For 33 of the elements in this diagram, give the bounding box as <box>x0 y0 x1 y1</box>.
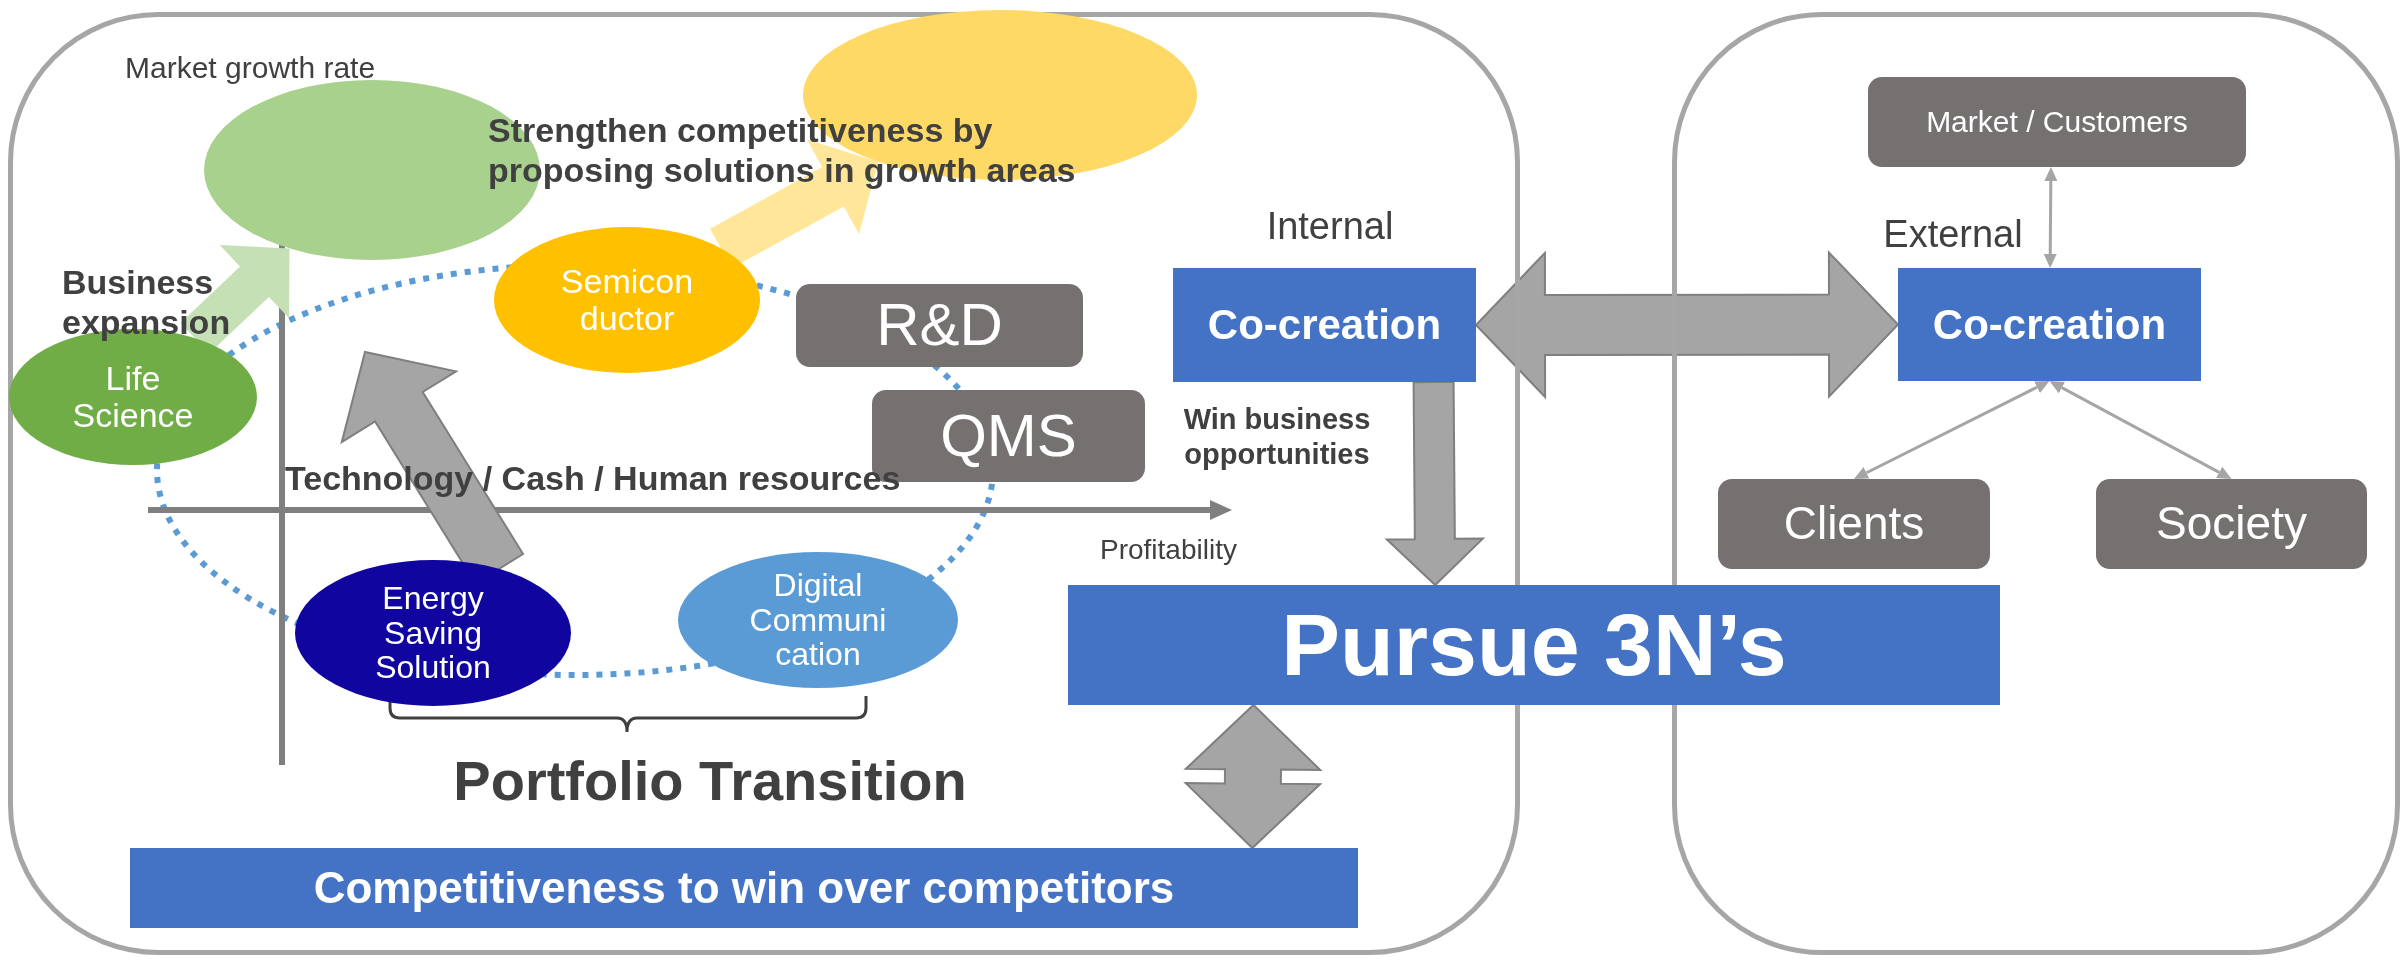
node-label: Society <box>2156 499 2307 549</box>
double-arrow <box>2049 381 2232 479</box>
process-box <box>2096 479 2367 569</box>
node-label: Co-creation <box>1932 301 2167 348</box>
process-box <box>1718 479 1990 569</box>
node-label: Market / Customers <box>1926 105 2188 139</box>
process-box <box>1868 77 2246 167</box>
double-block-arrow <box>1474 250 1900 400</box>
double-arrow <box>1854 381 2050 479</box>
axis-label: Profitability <box>1100 533 1238 567</box>
node-label: Life Science <box>71 360 195 434</box>
double-block-arrow <box>1183 703 1323 850</box>
banner-box <box>1068 585 2000 705</box>
node-label: Co-creation <box>1207 302 1442 348</box>
axis-label: Market growth rate <box>125 50 377 86</box>
process-box <box>796 284 1083 367</box>
side-label: Internal <box>1265 205 1395 248</box>
node-label: Semicon ductor <box>559 263 695 337</box>
annotation: Business expansion <box>62 262 232 343</box>
banner-box <box>1173 268 1476 382</box>
node-label: Competitiveness to win over competitors <box>313 864 1175 912</box>
banner-box <box>1898 268 2201 381</box>
node-label: Pursue 3N’s <box>1281 597 1787 693</box>
node-label: Energy Saving Solution <box>374 581 492 685</box>
double-arrow <box>2043 167 2058 268</box>
node-label: Clients <box>1783 499 1925 549</box>
side-label: External <box>1882 213 2024 256</box>
banner-box <box>130 848 1358 928</box>
block-arrow <box>1384 380 1486 587</box>
node-label: Digital Communi cation <box>748 568 888 672</box>
node-label: R&D <box>876 293 1003 358</box>
node-label: QMS <box>940 403 1077 469</box>
heading: Portfolio Transition <box>452 748 968 814</box>
